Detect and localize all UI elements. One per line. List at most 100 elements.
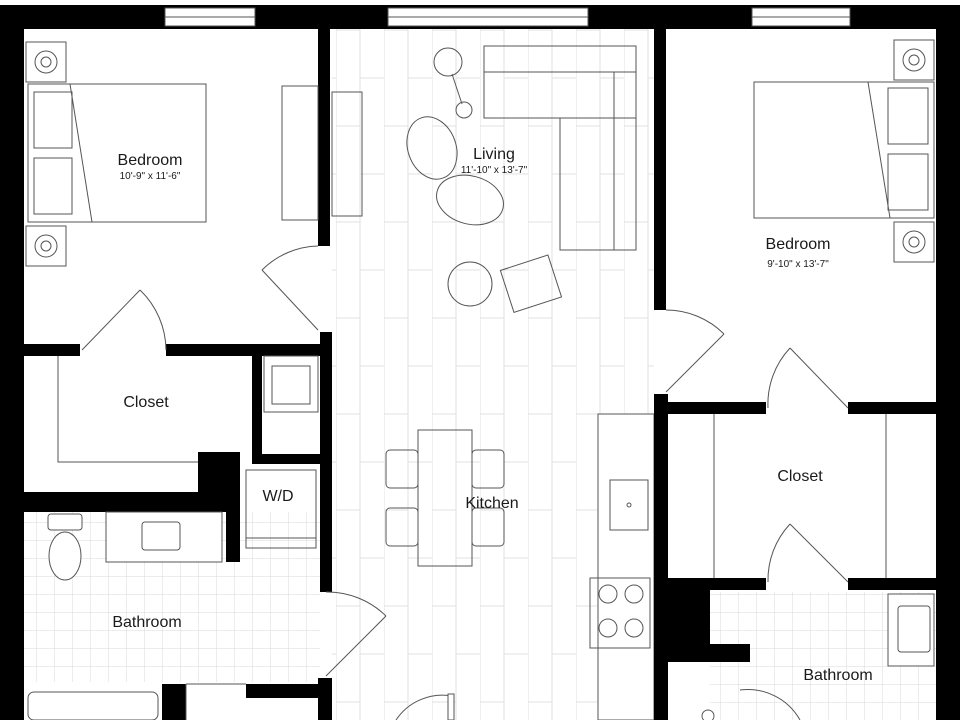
wall-closet-left-top-b [166,344,332,356]
room-label-closet-right: Closet [777,468,822,486]
door-bathroom-right [739,689,801,720]
room-label-closet-left: Closet [123,394,168,412]
room-label-bathroom-right: Bathroom [803,667,872,685]
wall-closet-left-top-a [24,344,80,356]
washer-dryer [245,469,317,549]
pillow [33,157,73,215]
wall-bath-right-ledge [668,644,750,662]
wall-bath-left-top [24,492,240,512]
kitchen-counter [597,413,655,720]
armchair [406,116,458,180]
stool [385,449,419,489]
lamp-icon [902,48,926,72]
wall-laundry-west [226,470,240,562]
interior-walls [24,28,936,720]
toilet-tank [47,513,83,531]
room-name: Closet [123,394,169,411]
wall-living-east [654,28,666,310]
stool [471,507,505,547]
doors [81,245,849,720]
room-name: Bathroom [803,667,873,684]
bed-left [27,83,207,223]
accent-chair [499,254,563,313]
wall-bath-right-block [668,590,710,644]
room-name: Kitchen [465,495,519,512]
burner-icon [598,584,618,604]
bedroom-left-furniture [25,41,363,267]
bathtub [27,691,159,720]
bathroom-left-fixtures [27,511,223,720]
wall-closet-right-top-b [848,402,936,414]
wall-bath-left-east [318,678,332,720]
lamp-icon [902,230,926,254]
room-name: Closet [777,468,823,485]
door-bathroom-left [325,591,387,677]
room-label-bathroom-left: Bathroom [112,614,181,632]
wall-left [0,5,24,720]
burner-icon [598,618,618,638]
room-name: Bedroom [765,236,831,253]
wall-bath-left-bottom-b [246,684,320,698]
wall-closet-right-bottom-b [848,578,936,590]
dresser [331,91,363,217]
room-name: W/D [262,488,294,505]
pillow [33,91,73,149]
room-label-laundry: W/D [262,488,293,506]
nightstand [25,225,67,267]
stove [589,577,651,649]
wall-closet-right-top-a [654,402,766,414]
room-label-bedroom-left: Bedroom 10'-9" x 11'-6" [118,152,183,184]
door-bedroom-left [261,245,319,331]
dresser [281,85,319,221]
burner-icon [624,584,644,604]
coffee-table [447,261,493,307]
kitchen-fixtures [385,429,651,649]
bedroom-right-furniture [753,39,935,263]
nightstand [893,221,935,263]
stool [385,507,419,547]
stool [471,449,505,489]
closet-fixtures [57,355,887,578]
nightstand [25,41,67,83]
wall-laundry-top [252,454,332,464]
kitchen-island [417,429,473,567]
exterior-walls [0,5,960,720]
room-label-bedroom-right: Bedroom 9'-10" x 13'-7" [766,236,831,272]
toilet-bowl [701,709,715,720]
door-closet-right [767,347,849,583]
room-dimensions: 10'-9" x 11'-6" [119,171,181,182]
room-name: Bedroom [117,152,183,169]
room-dimensions: 11'-10" x 13'-7" [460,165,528,176]
wall-closet-left-east [252,344,262,454]
burner-icon [624,618,644,638]
room-name: Bathroom [112,614,182,631]
pillow [887,87,929,145]
sink [897,605,931,653]
living-furniture [406,45,637,313]
door-bedroom-right [665,309,725,393]
door-closet-left [81,289,167,351]
nightstand [893,39,935,81]
wall-right-core [654,394,668,720]
room-name: Living [473,146,515,163]
bathroom-right-fixtures [701,593,935,720]
floor-lamp-icon [433,47,463,77]
sink [141,521,181,551]
closet-shelf [263,355,319,413]
wall-right [936,5,960,720]
door-entry [185,683,455,720]
wall-bath-left-bottom-a [162,684,186,720]
pillow [887,153,929,211]
lamp-icon [34,50,58,74]
lamp-icon [34,234,58,258]
room-label-living: Living 11'-10" x 13'-7" [461,146,527,178]
armchair [436,174,504,226]
wall-bedroom-left-east [318,28,330,246]
floor-patterns [24,28,936,720]
bed-right [753,81,935,219]
room-label-kitchen: Kitchen [465,495,518,513]
wall-closet-right-bottom-a [668,578,766,590]
wall-center-spine [320,332,332,592]
toilet-bowl [48,531,82,581]
